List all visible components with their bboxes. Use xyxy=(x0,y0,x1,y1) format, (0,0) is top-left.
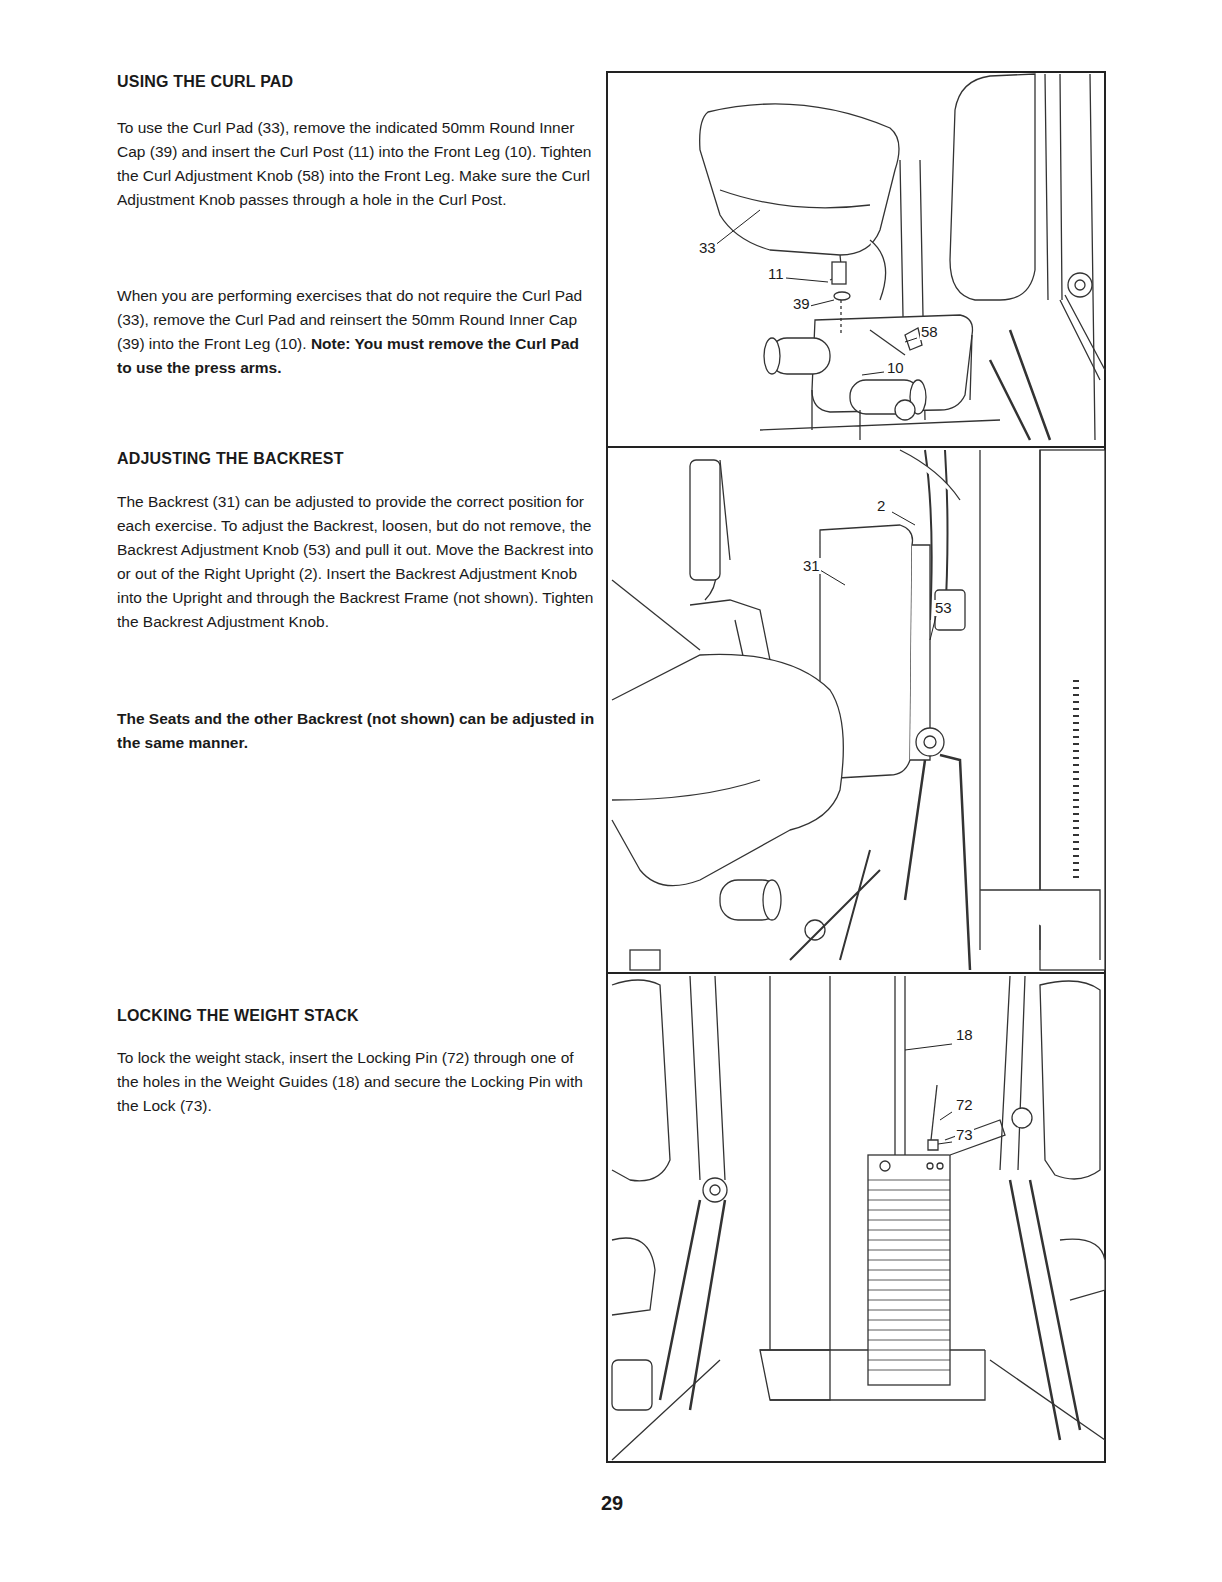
section-heading: LOCKING THE WEIGHT STACK xyxy=(117,1007,359,1025)
callout-number: 18 xyxy=(955,1027,974,1043)
callout-number: 33 xyxy=(698,240,717,256)
backrest-figure xyxy=(612,450,1105,970)
paragraph-text: To use the Curl Pad (33), remove the ind… xyxy=(117,119,591,208)
callout-number: 58 xyxy=(920,324,939,340)
section-heading: USING THE CURL PAD xyxy=(117,73,293,91)
panel-divider xyxy=(607,446,1105,448)
paragraph-text: The Seats and the other Backrest (not sh… xyxy=(117,710,594,751)
callout-number: 10 xyxy=(886,360,905,376)
page-number: 29 xyxy=(601,1492,623,1515)
paragraph-text: The Backrest (31) can be adjusted to pro… xyxy=(117,493,593,630)
panel-frame xyxy=(607,72,1105,1462)
paragraph-block: The Seats and the other Backrest (not sh… xyxy=(117,707,595,755)
leader-lines xyxy=(714,210,952,1144)
section-heading: ADJUSTING THE BACKREST xyxy=(117,450,344,468)
paragraph-block: To lock the weight stack, insert the Loc… xyxy=(117,1046,595,1118)
panel-divider xyxy=(607,972,1105,974)
weight-stack-figure xyxy=(612,976,1105,1460)
callout-number: 53 xyxy=(934,600,953,616)
paragraph-block: When you are performing exercises that d… xyxy=(117,284,595,380)
paragraph-block: To use the Curl Pad (33), remove the ind… xyxy=(117,116,595,212)
paragraph-block: The Backrest (31) can be adjusted to pro… xyxy=(117,490,595,634)
callout-number: 73 xyxy=(955,1127,974,1143)
callout-number: 39 xyxy=(792,296,811,312)
callout-number: 2 xyxy=(876,498,886,514)
paragraph-text: To lock the weight stack, insert the Loc… xyxy=(117,1049,583,1114)
callout-number: 31 xyxy=(802,558,821,574)
callout-number: 72 xyxy=(955,1097,974,1113)
curl-pad-figure xyxy=(700,74,1105,440)
callout-number: 11 xyxy=(767,266,785,282)
